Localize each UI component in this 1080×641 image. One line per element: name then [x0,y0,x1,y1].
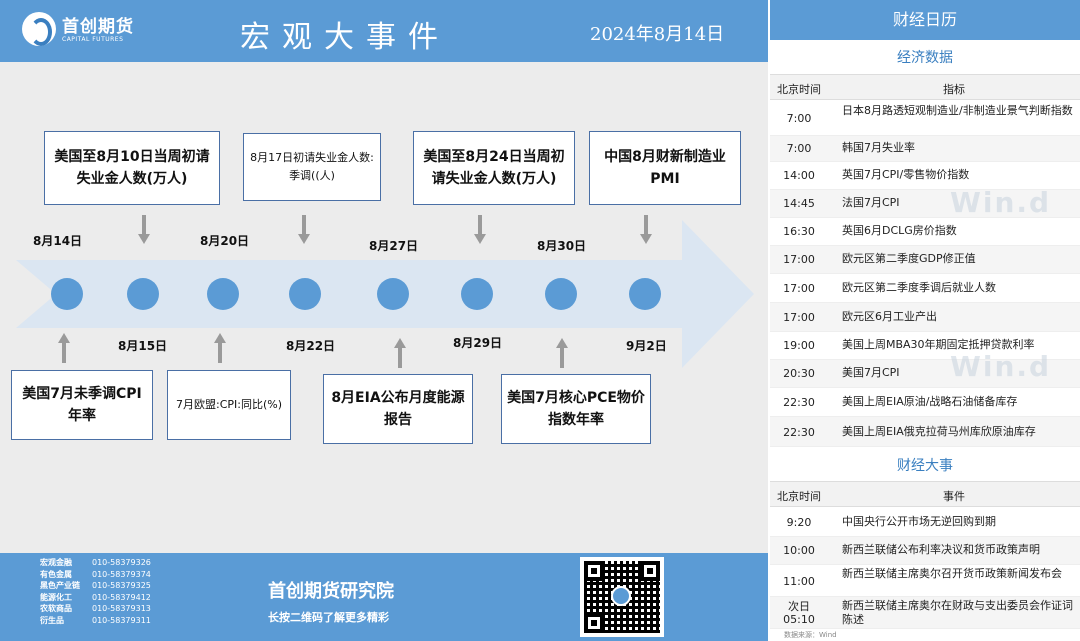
date-label: 8月30日 [537,239,587,253]
date-label: 9月2日 [626,339,667,353]
arrow-up-icon [58,333,70,363]
calendar-title: 财经日历 [770,0,1080,40]
timeline-node [545,278,577,310]
events-section-title: 财经大事 [897,458,953,474]
timeline-node [461,278,493,310]
event-box-top-4: 中国8月财新制造业PMI [589,131,741,205]
arrow-down-icon [474,215,486,245]
macro-events-panel: 首创期货 CAPITAL FUTURES 宏观大事件 2024年8月14日 美国… [0,0,768,641]
event-box-top-2: 8月17日初请失业金人数:季调((人) [243,133,381,201]
date-label: 8月20日 [200,234,250,248]
timeline-node [207,278,239,310]
arrow-down-icon [298,215,310,245]
arrow-down-icon [640,215,652,245]
institute-tagline: 长按二维码了解更多精彩 [268,611,389,624]
timeline-node [377,278,409,310]
page-title: 宏观大事件 [240,20,450,55]
timeline-node [289,278,321,310]
events-table-header: 北京时间 事件 [770,481,1080,507]
event-box-bottom-2: 7月欧盟:CPI:同比(%) [167,370,291,440]
company-logo: 首创期货 CAPITAL FUTURES [22,10,142,50]
logo-english: CAPITAL FUTURES [62,36,124,43]
logo-name: 首创期货 [62,17,134,37]
date-label: 8月22日 [286,339,336,353]
date-label: 8月29日 [453,336,503,350]
watermark: Win.d [950,350,1052,383]
event-box-top-1: 美国至8月10日当周初请失业金人数(万人) [44,131,220,205]
event-box-top-3: 美国至8月24日当周初请失业金人数(万人) [413,131,575,205]
event-box-bottom-1: 美国7月未季调CPI年率 [11,370,153,440]
econ-table-header: 北京时间 指标 [770,74,1080,100]
event-box-bottom-3: 8月EIA公布月度能源报告 [323,374,473,444]
date-label: 8月14日 [33,234,83,248]
econ-section-title: 经济数据 [897,50,953,66]
institute-name: 首创期货研究院 [268,581,394,602]
arrow-up-icon [214,333,226,363]
data-source: 数据来源：Wind [784,631,837,639]
header-bar: 首创期货 CAPITAL FUTURES 宏观大事件 2024年8月14日 [0,0,768,62]
date-label: 8月15日 [118,339,168,353]
qr-code-icon[interactable] [580,557,664,637]
arrow-up-icon [394,338,406,368]
arrow-up-icon [556,338,568,368]
header-date: 2024年8月14日 [590,24,725,45]
logo-icon [22,12,56,46]
event-box-bottom-4: 美国7月核心PCE物价指数年率 [501,374,651,444]
arrow-down-icon [138,215,150,245]
watermark: Win.d [950,186,1052,219]
date-label: 8月27日 [369,239,419,253]
timeline-node [127,278,159,310]
timeline-node [51,278,83,310]
timeline-node [629,278,661,310]
